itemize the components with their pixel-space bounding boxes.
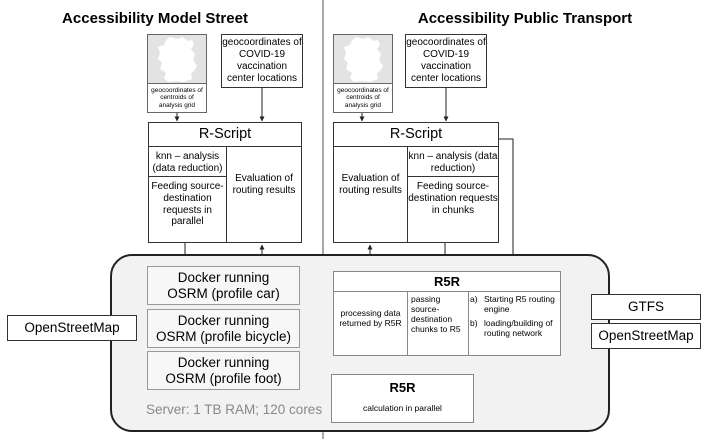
r5r-main-title: R5R <box>334 272 560 292</box>
germany-map-left: geocoordinates of centroids of analysis … <box>147 34 207 113</box>
rscript-divider-right <box>407 147 408 242</box>
feeding-cell-left: Feeding source-destination requests in p… <box>151 181 224 228</box>
rscript-divider-left <box>226 147 227 242</box>
r5r-passing-cell: passing source-destination chunks to R5 <box>411 294 461 335</box>
docker-foot-line1: Docker running <box>177 354 270 370</box>
docker-bicycle-line1: Docker running <box>177 312 270 328</box>
osm-box-right: OpenStreetMap <box>591 323 701 349</box>
germany-map-right: geocoordinates of centroids of analysis … <box>333 34 393 113</box>
docker-foot-line2: OSRM (profile foot) <box>165 370 282 386</box>
rscript-box-right: R-Script Evaluation of routing results k… <box>333 122 499 243</box>
arrow-rscript-side-to-r5r <box>499 138 516 267</box>
grid-caption-left: geocoordinates of centroids of analysis … <box>148 83 206 112</box>
r5r-calc-title: R5R <box>389 380 416 395</box>
r5r-processing-cell: processing data returned by R5R <box>339 308 402 329</box>
evaluation-cell-right: Evaluation of routing results <box>339 173 402 196</box>
vaccination-centers-label-right: geocoordinates of COVID-19 vaccination c… <box>406 37 486 84</box>
osm-label-right: OpenStreetMap <box>598 328 694 344</box>
docker-car-line1: Docker running <box>177 269 270 285</box>
title-public-transport: Accessibility Public Transport <box>417 10 633 27</box>
germany-map-icon <box>148 35 206 83</box>
docker-bicycle-line2: OSRM (profile bicycle) <box>155 328 292 344</box>
feeding-cell-right: Feeding source-destination requests in c… <box>408 181 498 216</box>
r5r-divider-1 <box>407 292 408 355</box>
vaccination-centers-label-left: geocoordinates of COVID-19 vaccination c… <box>222 37 302 84</box>
r5r-divider-2 <box>468 292 469 355</box>
gtfs-label: GTFS <box>628 299 664 315</box>
rscript-box-left: R-Script knn – analysis (data reduction)… <box>148 122 302 243</box>
vaccination-centers-box-left: geocoordinates of COVID-19 vaccination c… <box>221 34 303 88</box>
r5r-calc-subtitle: calculation in parallel <box>363 403 442 413</box>
title-model-street: Accessibility Model Street <box>62 10 248 27</box>
gtfs-box: GTFS <box>591 294 701 320</box>
docker-car-line2: OSRM (profile car) <box>167 285 280 301</box>
rscript-title-right: R-Script <box>334 123 498 147</box>
grid-caption-right: geocoordinates of centroids of analysis … <box>334 83 392 112</box>
germany-map-icon <box>334 35 392 83</box>
osm-box-left: OpenStreetMap <box>7 315 137 341</box>
osm-label-left: OpenStreetMap <box>24 320 120 336</box>
knn-cell-right: knn – analysis (data reduction) <box>408 149 498 177</box>
r5r-step-a: Starting R5 routing engine <box>484 294 555 315</box>
vaccination-centers-box-right: geocoordinates of COVID-19 vaccination c… <box>405 34 487 88</box>
r5r-main-box: R5R processing data returned by R5R pass… <box>333 271 561 356</box>
knn-cell-left: knn – analysis (data reduction) <box>149 149 226 177</box>
r5r-step-a-marker: a) <box>470 294 478 304</box>
r5r-step-b-marker: b) <box>470 318 478 328</box>
server-specs-label: Server: 1 TB RAM; 120 cores <box>146 402 323 417</box>
r5r-calc-box: R5R calculation in parallel <box>331 374 474 423</box>
evaluation-cell-left: Evaluation of routing results <box>232 173 296 196</box>
r5r-step-b: loading/building of routing network <box>484 318 553 339</box>
rscript-title-left: R-Script <box>149 123 301 147</box>
